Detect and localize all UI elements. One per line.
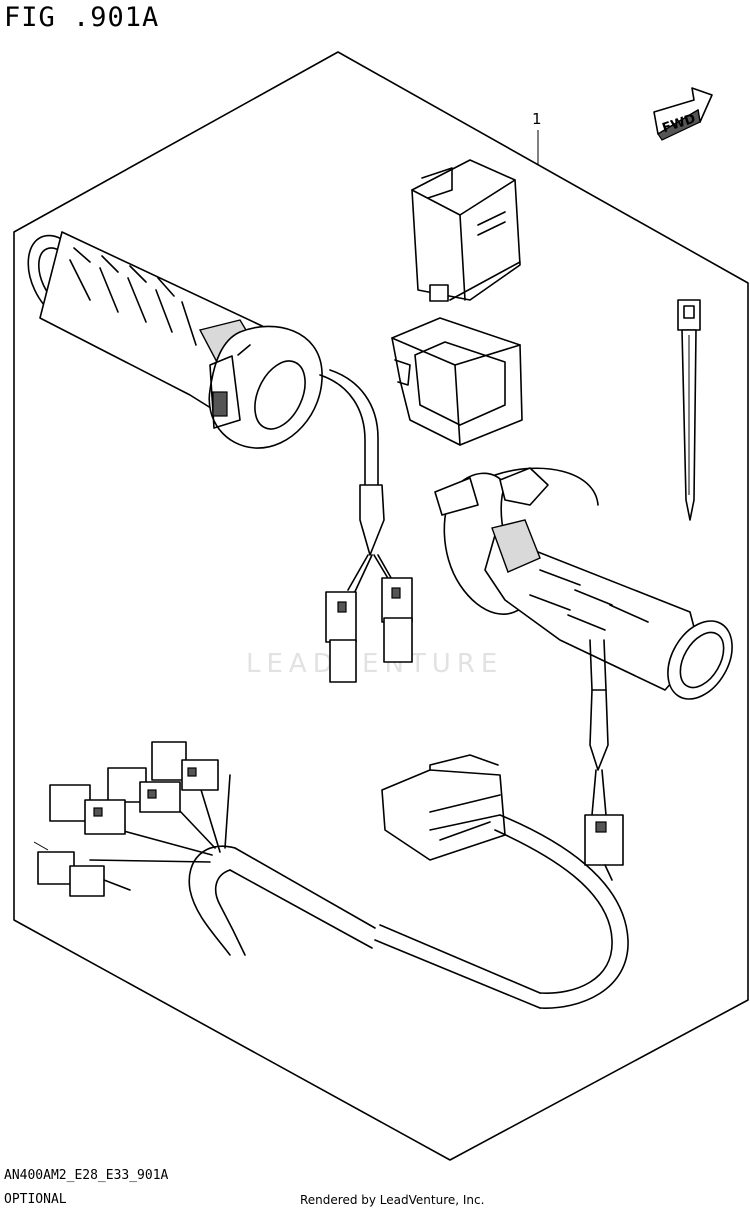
harness-connector-3 <box>49 784 126 835</box>
rendered-by-credit: Rendered by LeadVenture, Inc. <box>300 1193 485 1207</box>
left-grip-cable <box>319 369 413 683</box>
harness-main-connector <box>381 754 506 861</box>
fwd-arrow-icon: FWD <box>653 87 713 141</box>
callout-number: 1 <box>532 110 542 128</box>
right-connector <box>584 814 624 881</box>
figure-section: OPTIONAL <box>4 1192 67 1207</box>
harness-connector-1 <box>151 741 219 791</box>
harness-connector-4 <box>33 841 131 897</box>
left-connector-b <box>381 577 413 663</box>
harness-connector-2 <box>107 767 181 813</box>
right-grip-cable <box>584 639 624 881</box>
kit-boundary <box>13 51 749 1161</box>
watermark: LEADVENTURE <box>246 649 503 679</box>
switch-unit <box>411 159 521 302</box>
left-heated-grip <box>27 231 323 449</box>
left-connector-a <box>325 591 357 683</box>
figure-title: FIG .901A <box>4 2 160 33</box>
switch-holder <box>391 317 523 446</box>
right-heated-grip <box>434 467 733 700</box>
cable-tie <box>677 299 701 521</box>
wiring-harness <box>33 741 629 1009</box>
figure-code: AN400AM2_E28_E33_901A <box>4 1168 169 1183</box>
